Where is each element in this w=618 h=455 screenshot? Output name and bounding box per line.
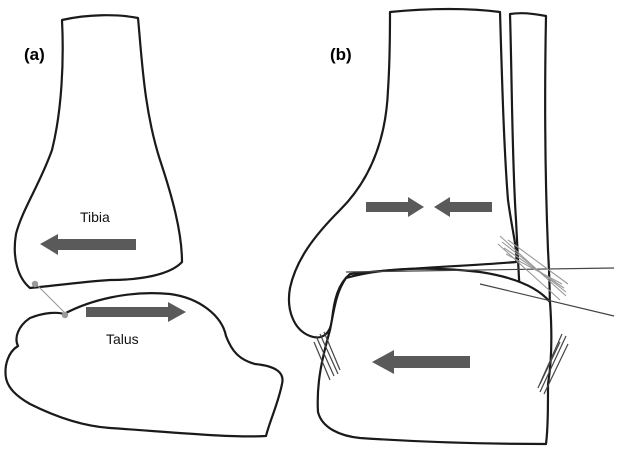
panel-b: (b) xyxy=(289,9,614,444)
ligament-node-top xyxy=(32,281,38,287)
ligament-line-a xyxy=(36,284,66,314)
tibia-label: Tibia xyxy=(80,209,110,225)
panel-b-label: (b) xyxy=(330,45,352,64)
ligament-node-bottom xyxy=(62,312,68,318)
panel-a-label: (a) xyxy=(24,45,45,64)
panel-a: (a) Tibia Talus xyxy=(6,15,283,436)
talus-label: Talus xyxy=(106,331,139,347)
